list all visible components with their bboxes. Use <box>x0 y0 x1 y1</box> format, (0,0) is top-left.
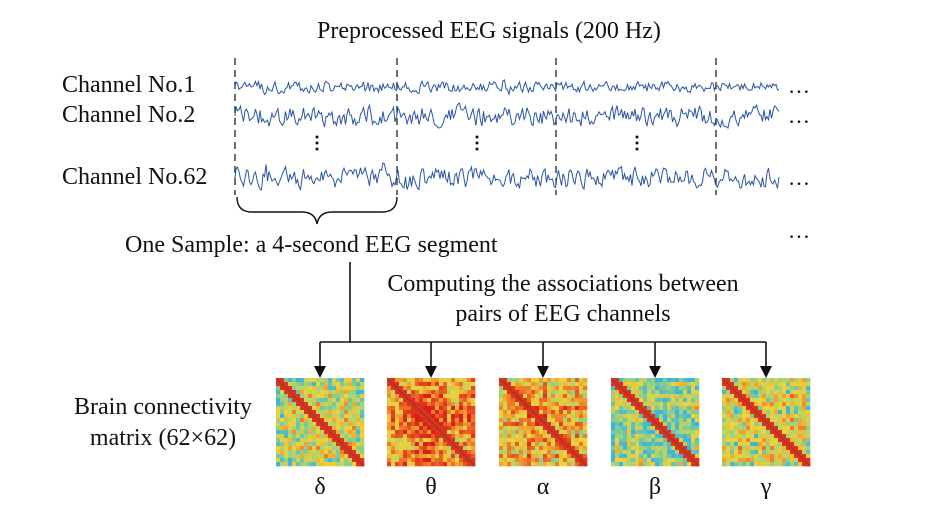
connectivity-matrix-theta <box>386 377 476 467</box>
band-label-alpha: α <box>536 474 550 500</box>
sample-label: One Sample: a 4-second EEG segment <box>125 232 498 258</box>
arrowhead <box>760 366 772 378</box>
ellipsis: … <box>788 103 811 128</box>
flow-arrows <box>319 262 767 370</box>
band-label-theta: θ <box>425 474 437 500</box>
ellipsis: … <box>788 165 811 190</box>
computing-label: Computing the associations between pairs… <box>387 271 739 327</box>
band-label-gamma: γ <box>760 474 772 500</box>
eeg-trace-2 <box>234 102 780 129</box>
arrow-heads <box>314 366 772 378</box>
connectivity-matrix-alpha <box>498 377 588 467</box>
arrowhead <box>425 366 437 378</box>
segment-dividers <box>234 58 717 195</box>
channel-label-62: Channel No.62 <box>62 164 208 190</box>
connectivity-matrix-gamma <box>721 377 811 467</box>
band-label-delta: δ <box>314 474 326 500</box>
arrowhead <box>537 366 549 378</box>
figure-title: Preprocessed EEG signals (200 Hz) <box>317 18 661 44</box>
vertical-ellipses <box>315 135 639 151</box>
channel-label-1: Channel No.1 <box>62 72 196 98</box>
eeg-traces <box>234 79 780 192</box>
eeg-trace-1 <box>234 79 780 97</box>
ellipsis: … <box>788 73 811 98</box>
band-label-beta: β <box>648 474 662 500</box>
sample-brace <box>236 196 398 225</box>
connectivity-matrices <box>275 377 811 467</box>
matrix-label: Brain connectivity matrix (62×62) <box>74 394 252 452</box>
connectivity-matrix-beta <box>610 377 700 467</box>
ellipsis: … <box>788 218 811 243</box>
arrowhead <box>314 366 326 378</box>
arrowhead <box>649 366 661 378</box>
eeg-trace-62 <box>234 161 780 192</box>
connectivity-matrix-delta <box>275 377 365 467</box>
channel-label-2: Channel No.2 <box>62 102 196 128</box>
